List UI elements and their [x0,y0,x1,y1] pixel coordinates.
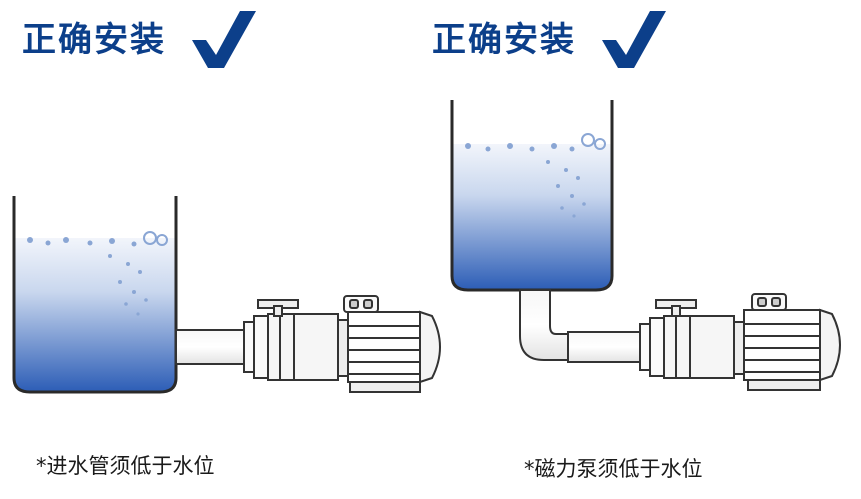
checkmark-icon [602,11,666,68]
right-caption: *磁力泵须低于水位 [524,457,703,481]
left-inlet-pipe [175,315,269,379]
checkmark-icon [192,11,256,68]
right-tank [450,100,614,292]
water-bubbles [27,231,168,316]
left-pump [257,295,441,393]
water-bubbles [465,133,606,218]
left-tank [12,196,178,394]
left-caption: *进水管须低于水位 [36,454,215,478]
left-title: 正确安装 [22,20,166,60]
right-pump [655,293,841,391]
right-title: 正确安装 [432,20,576,60]
right-inlet-pipe [519,289,665,377]
